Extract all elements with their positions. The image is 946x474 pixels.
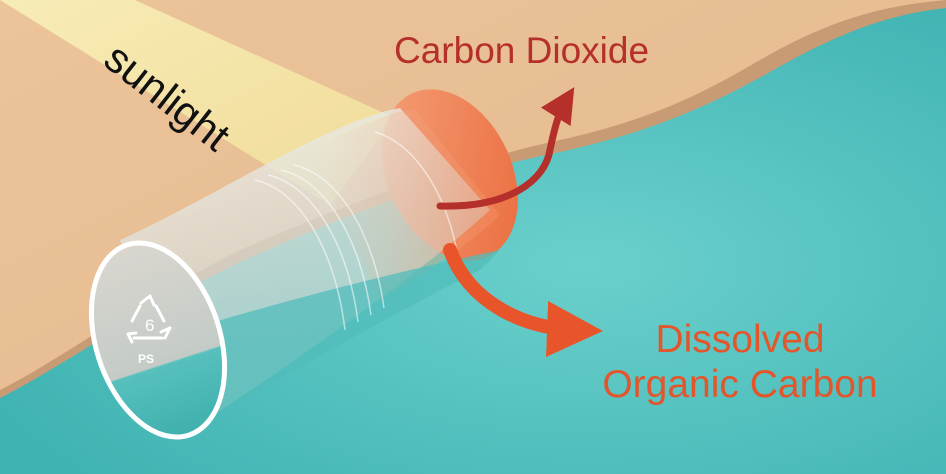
- cylinder-end-face: [91, 242, 225, 438]
- dissolved-organic-carbon-label: Dissolved Organic Carbon: [540, 318, 940, 408]
- recycling-symbol-icon: [126, 294, 172, 344]
- recycling-code-number: 6: [145, 316, 155, 335]
- cylinder-rim: [88, 240, 228, 440]
- carbon-dioxide-label: Carbon Dioxide: [394, 30, 650, 71]
- recycling-code-material: PS: [138, 352, 155, 366]
- cylinder-water-fill: [148, 250, 500, 440]
- doc-label-line1: Dissolved: [655, 318, 825, 361]
- co2-arrow: [436, 87, 575, 210]
- doc-arrow: [443, 243, 603, 357]
- doc-label-line2: Organic Carbon: [602, 362, 878, 406]
